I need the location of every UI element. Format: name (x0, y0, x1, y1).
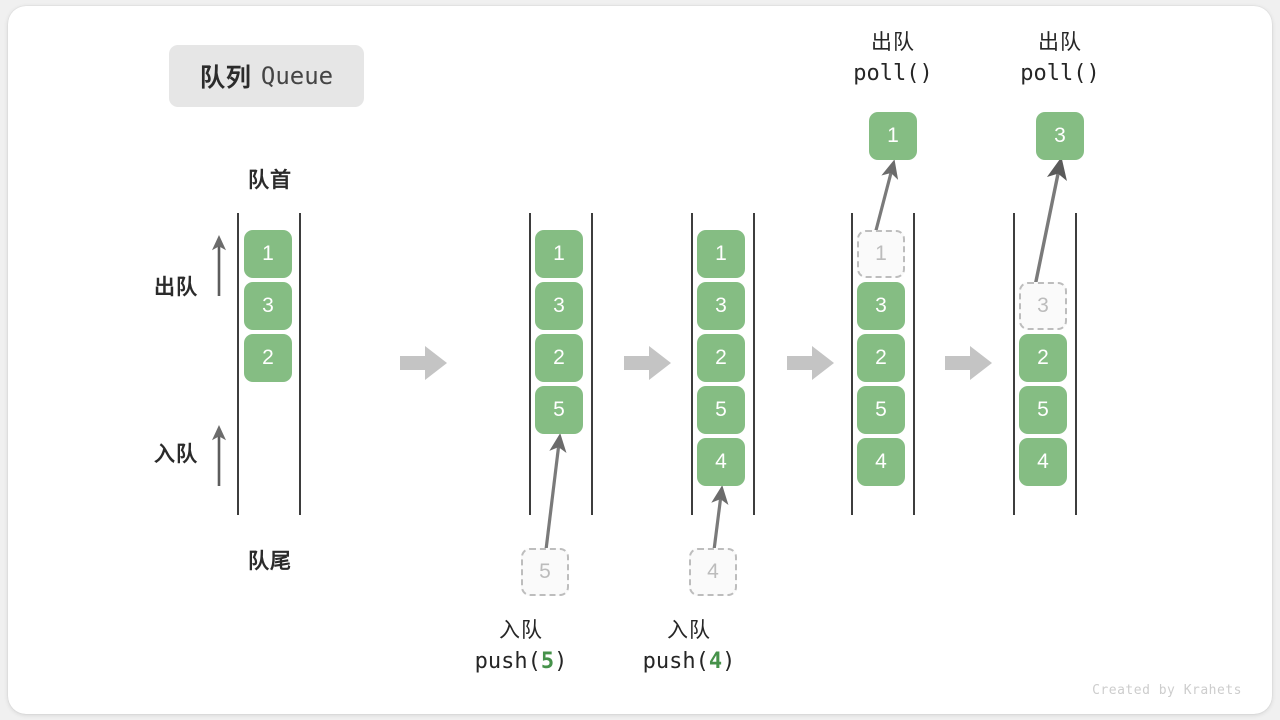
rail-right (1075, 213, 1077, 515)
queue-cell: 1 (244, 230, 292, 278)
queue-cell: 5 (1019, 386, 1067, 434)
title-en: Queue (260, 62, 334, 90)
outgoing-cell: 3 (1036, 112, 1084, 160)
queue-cell: 4 (857, 438, 905, 486)
rail-right (913, 213, 915, 515)
queue-cell: 1 (535, 230, 583, 278)
push-5-code-prefix: push( (474, 648, 541, 674)
queue-cell: 5 (535, 386, 583, 434)
queue-cell: 3 (857, 282, 905, 330)
tail-label: 队尾 (248, 550, 292, 573)
rail-right (591, 213, 593, 515)
queue-cell: 2 (535, 334, 583, 382)
queue-cell: 4 (697, 438, 745, 486)
outgoing-cell: 1 (869, 112, 917, 160)
step-arrow-4 (945, 346, 992, 380)
poll-1-operation-label: 出队 poll() (803, 28, 983, 89)
push-5-arrow (543, 433, 567, 559)
queue-cell: 2 (1019, 334, 1067, 382)
queue-cell: 4 (1019, 438, 1067, 486)
queue-cell: 1 (697, 230, 745, 278)
queue-cell-ghost: 1 (857, 230, 905, 278)
queue-cell: 5 (857, 386, 905, 434)
queue-cell: 3 (244, 282, 292, 330)
head-label: 队首 (248, 169, 292, 192)
push-4-op-cn: 入队 (667, 619, 711, 642)
rail-left (691, 213, 693, 515)
rail-left (851, 213, 853, 515)
push-5-code-num: 5 (540, 648, 555, 674)
incoming-ghost-cell: 4 (689, 548, 737, 596)
rail-left (237, 213, 239, 515)
queue-cell: 2 (857, 334, 905, 382)
diagram-card: 队列 Queue 队首 (8, 6, 1272, 714)
rail-left (1013, 213, 1015, 515)
title-cn: 队列 (199, 64, 252, 92)
rail-left (529, 213, 531, 515)
poll-3-operation-label: 出队 poll() (970, 28, 1150, 89)
push-5-code-suffix: ) (554, 648, 568, 674)
queue-cell: 5 (697, 386, 745, 434)
arrow-overlay (211, 157, 1067, 559)
diagram-title-badge: 队列 Queue (169, 45, 364, 107)
queue-cell: 2 (244, 334, 292, 382)
poll-3-op-cn: 出队 (1038, 31, 1082, 54)
dequeue-side-label: 出队 (154, 276, 198, 299)
rail-right (299, 213, 301, 515)
push-5-op-cn: 入队 (499, 619, 543, 642)
queue-cell: 3 (535, 282, 583, 330)
push-5-operation-label: 入队 push(5) (436, 616, 606, 677)
poll-1-op-code: poll() (853, 60, 933, 86)
step-arrow-3 (787, 346, 834, 380)
push-5-op-code: push(5) (436, 646, 606, 677)
poll-3-op-code: poll() (1020, 60, 1100, 86)
queue-cell: 3 (697, 282, 745, 330)
poll-1-arrow (872, 159, 899, 239)
enqueue-side-label: 入队 (154, 443, 198, 466)
credit-text: Created by Krahets (1092, 683, 1242, 698)
push-4-code-suffix: ) (722, 648, 736, 674)
poll-1-op-cn: 出队 (871, 31, 915, 54)
step-arrow-1 (400, 346, 447, 380)
queue-cell: 2 (697, 334, 745, 382)
push-4-code-num: 4 (708, 648, 723, 674)
rail-right (753, 213, 755, 515)
step-arrow-2 (624, 346, 671, 380)
queue-cell-ghost: 3 (1019, 282, 1067, 330)
incoming-ghost-cell: 5 (521, 548, 569, 596)
push-4-op-code: push(4) (604, 646, 774, 677)
push-4-code-prefix: push( (642, 648, 709, 674)
push-4-operation-label: 入队 push(4) (604, 616, 774, 677)
poll-3-arrow (1032, 157, 1067, 292)
